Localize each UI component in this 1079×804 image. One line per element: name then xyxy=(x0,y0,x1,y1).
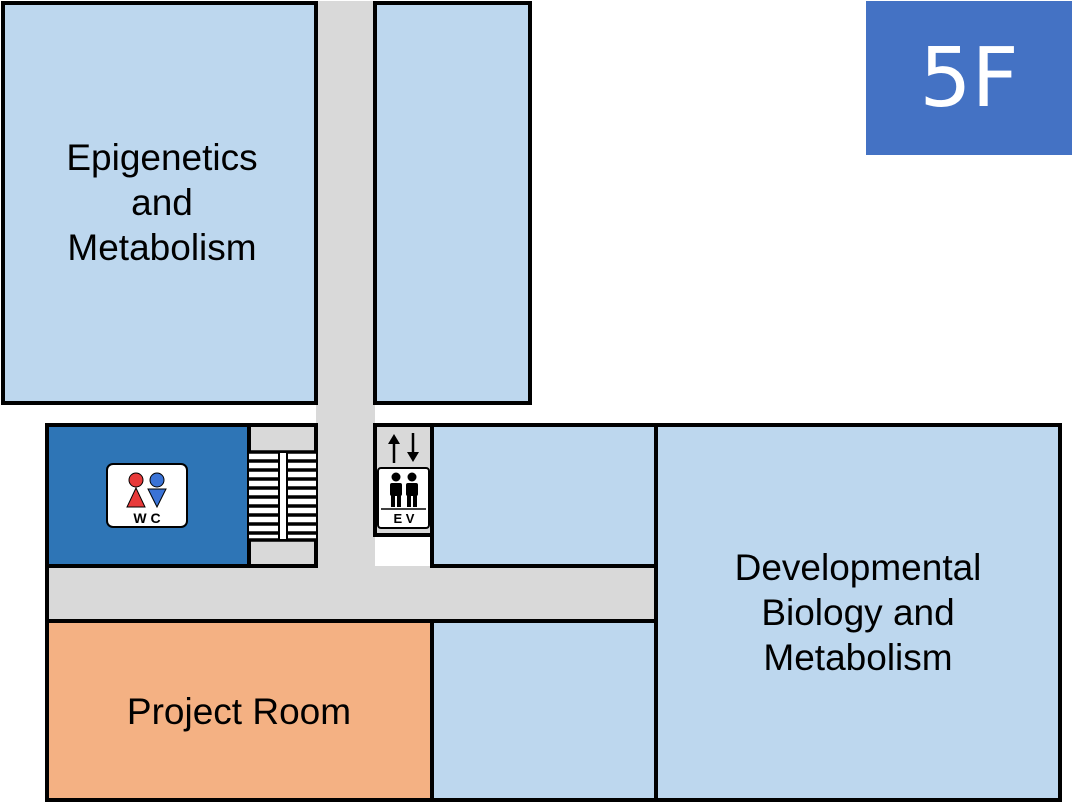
female-icon xyxy=(128,472,144,488)
label-developmental-biology-metabolism: Developmental Biology and Metabolism xyxy=(735,547,982,678)
epigenetics-line3: Metabolism xyxy=(67,227,256,268)
room-center-lab[interactable] xyxy=(430,423,658,568)
corridor-horizontal xyxy=(47,566,657,621)
restroom-label: W C xyxy=(133,510,160,526)
room-south-lab[interactable] xyxy=(430,619,658,802)
male-icon xyxy=(149,472,165,488)
label-epigenetics-metabolism: Epigenetics and Metabolism xyxy=(66,137,257,268)
floor-badge-bg xyxy=(866,1,1072,155)
room-north-lab[interactable] xyxy=(373,1,532,405)
epigenetics-line2: and xyxy=(131,182,193,223)
floor-badge: 5F xyxy=(919,30,1019,126)
room-epigenetics-metabolism[interactable] xyxy=(1,1,318,405)
up-arrow-icon xyxy=(388,434,400,463)
room-project-room[interactable] xyxy=(45,619,434,802)
female-body-icon xyxy=(126,486,146,508)
corridor-vertical xyxy=(316,1,375,567)
stairs xyxy=(249,450,316,542)
label-project-room: Project Room xyxy=(127,691,351,732)
elevator-people-icon xyxy=(381,472,426,510)
developmental-line3: Metabolism xyxy=(763,637,952,678)
elevator-sign[interactable]: E V xyxy=(377,433,430,529)
down-arrow-icon xyxy=(407,433,419,462)
elevator-label: E V xyxy=(394,511,415,526)
room-developmental-biology-metabolism[interactable] xyxy=(654,423,1062,802)
male-body-icon xyxy=(147,488,167,509)
epigenetics-line1: Epigenetics xyxy=(66,137,257,178)
restroom-sign[interactable]: W C xyxy=(106,463,188,528)
developmental-line1: Developmental xyxy=(735,547,982,588)
developmental-line2: Biology and xyxy=(761,592,954,633)
